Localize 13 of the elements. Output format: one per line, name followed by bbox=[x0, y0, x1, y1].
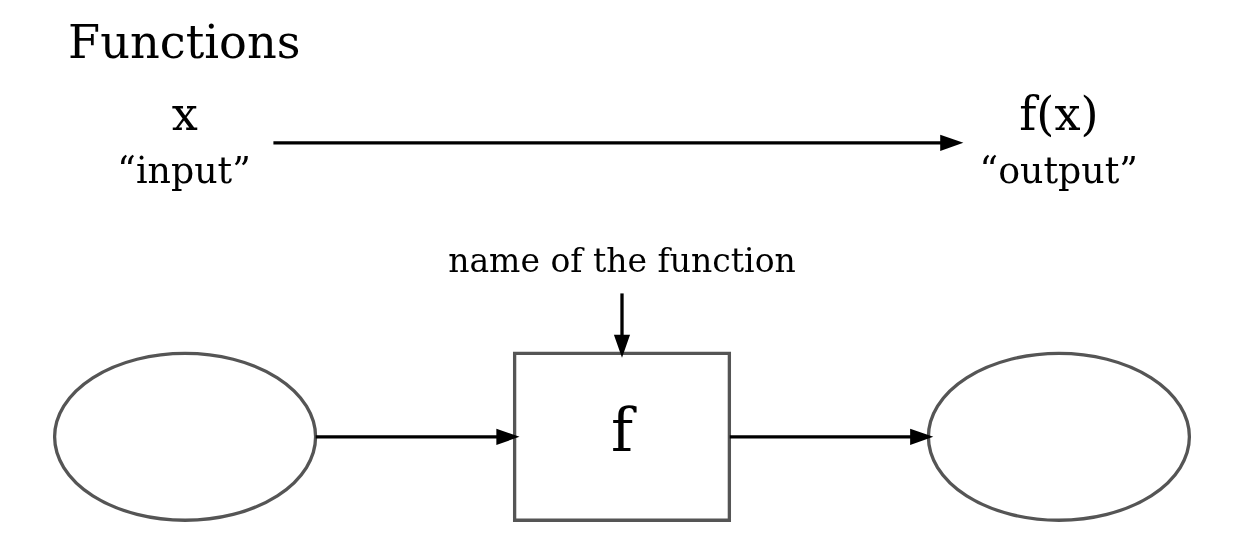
node-box: f bbox=[513, 351, 731, 522]
arrow bbox=[613, 293, 631, 358]
node-text: name of the function bbox=[448, 240, 796, 280]
diagram-title: Functions bbox=[68, 15, 301, 70]
node-ellipse bbox=[926, 351, 1192, 522]
node-label: “input” bbox=[117, 149, 251, 193]
arrow bbox=[273, 134, 964, 151]
node-ellipse bbox=[52, 351, 318, 522]
arrow bbox=[729, 428, 934, 445]
arrow bbox=[315, 428, 520, 445]
node-text: f(x) bbox=[1019, 87, 1099, 142]
node-text: x bbox=[171, 87, 198, 142]
node-label: “output” bbox=[979, 149, 1138, 193]
